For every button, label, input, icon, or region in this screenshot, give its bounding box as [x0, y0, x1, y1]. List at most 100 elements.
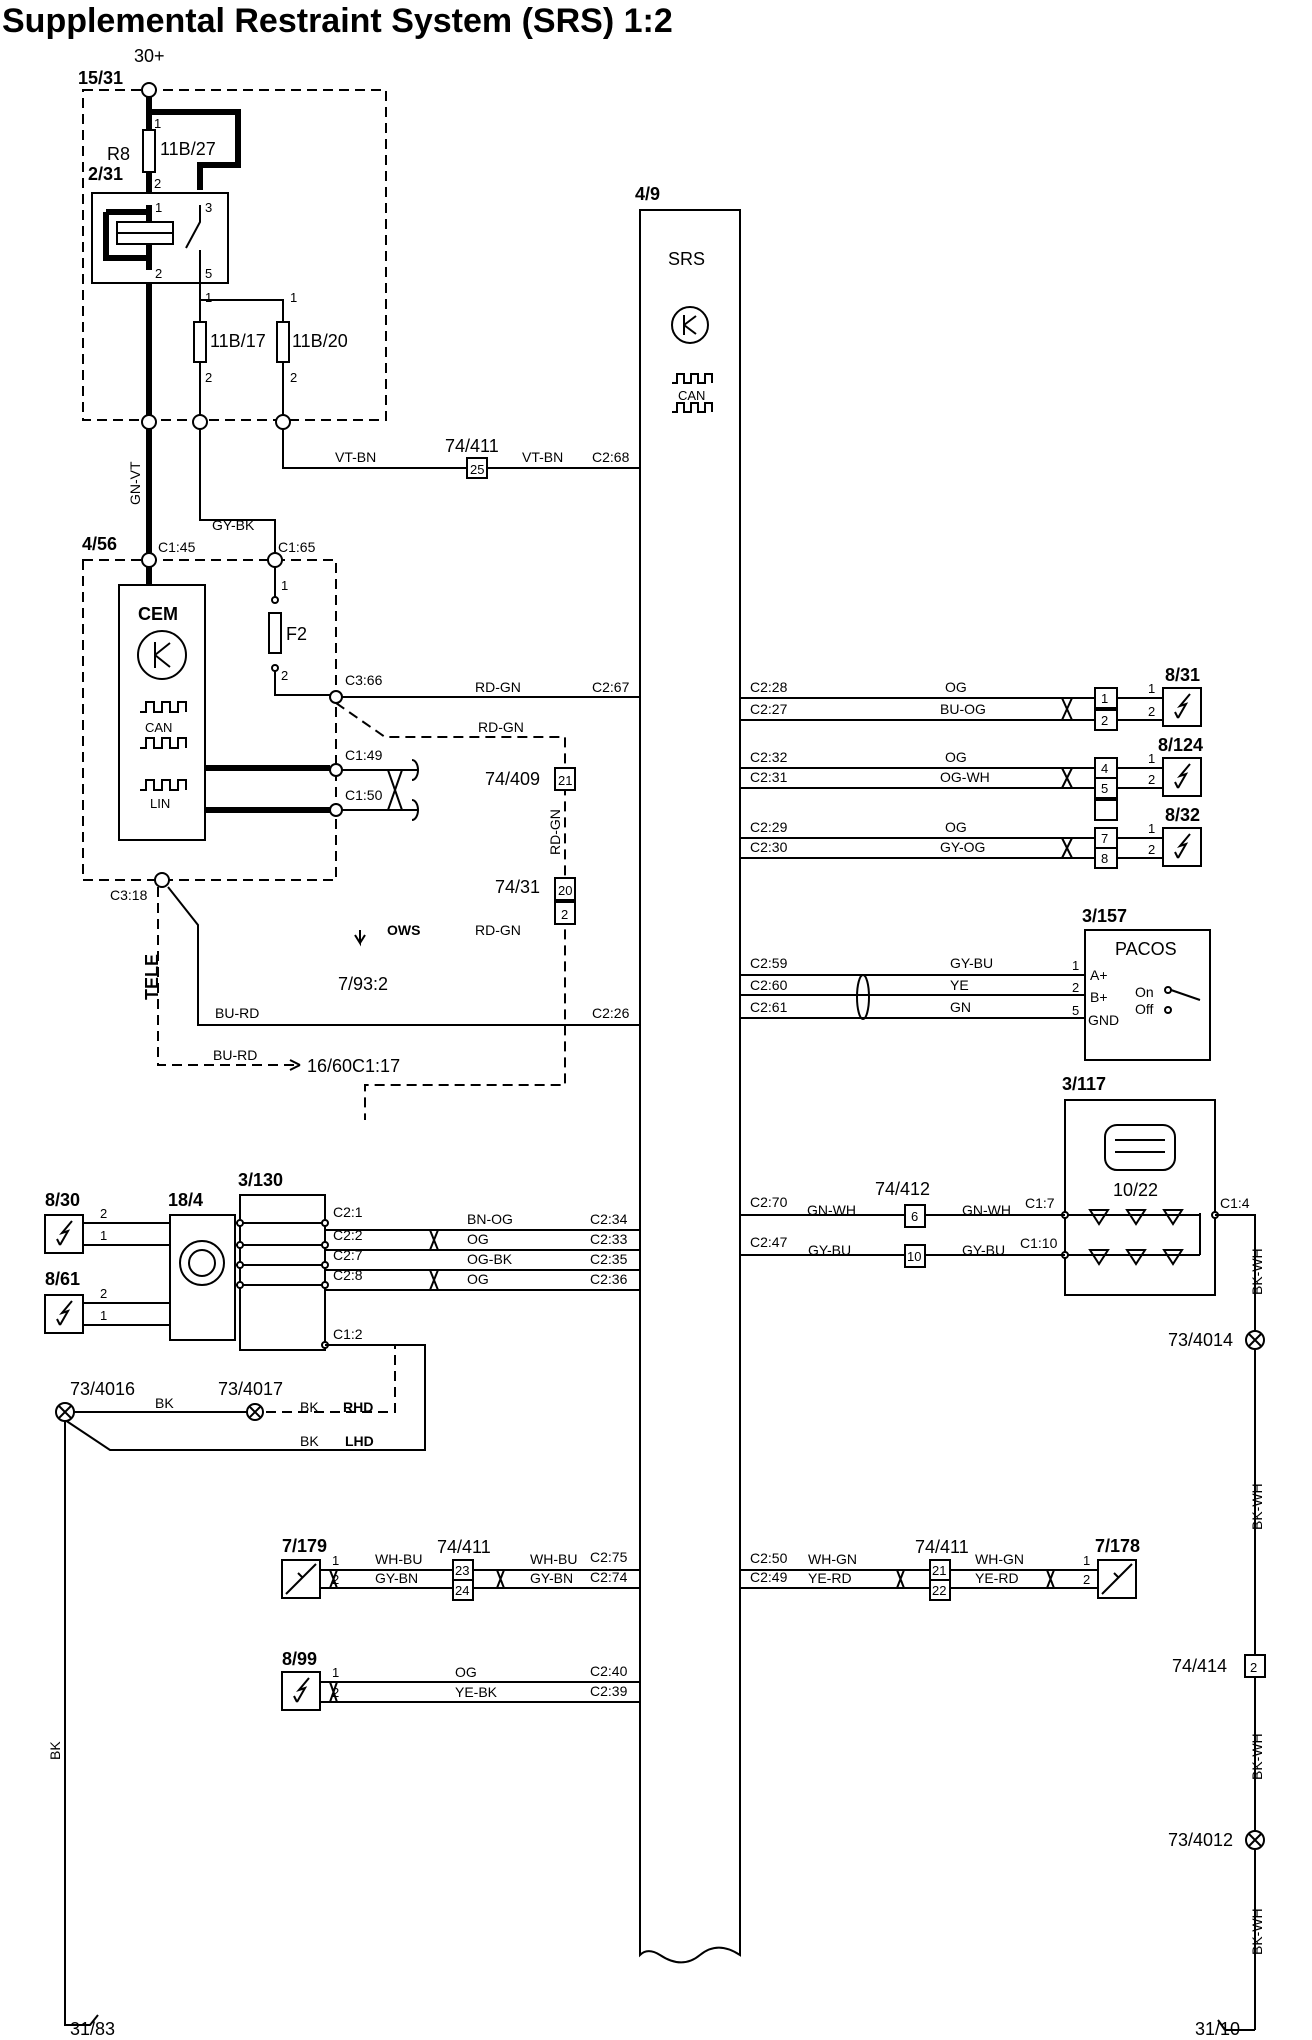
- svg-text:OG: OG: [467, 1271, 489, 1287]
- svg-text:C2:59: C2:59: [750, 955, 788, 971]
- svg-text:WH-BU: WH-BU: [375, 1551, 422, 1567]
- svg-text:BK: BK: [300, 1433, 319, 1449]
- svg-text:2: 2: [100, 1286, 107, 1301]
- svg-text:GY-BU: GY-BU: [950, 955, 993, 971]
- svg-text:C2:34: C2:34: [590, 1211, 628, 1227]
- svg-text:BK: BK: [155, 1395, 174, 1411]
- svg-text:24: 24: [455, 1583, 469, 1598]
- svg-text:1: 1: [205, 290, 212, 305]
- svg-text:C1:2: C1:2: [333, 1326, 363, 1342]
- svg-text:YE-RD: YE-RD: [808, 1570, 852, 1586]
- svg-text:OG: OG: [467, 1231, 489, 1247]
- svg-text:1: 1: [1148, 681, 1155, 696]
- svg-text:C2:75: C2:75: [590, 1549, 628, 1565]
- svg-text:73/4017: 73/4017: [218, 1379, 283, 1399]
- svg-text:RD-GN: RD-GN: [475, 922, 521, 938]
- svg-text:5: 5: [1072, 1003, 1079, 1018]
- svg-text:GY-OG: GY-OG: [940, 839, 985, 855]
- svg-text:15/31: 15/31: [78, 68, 123, 88]
- svg-text:4/56: 4/56: [82, 534, 117, 554]
- svg-text:4: 4: [1101, 761, 1108, 776]
- clock-spring-circuit: 8/30 8/61 2 1 2 1 18/4 3/130 C2:1 C2:2 C…: [44, 1170, 640, 2039]
- svg-text:3/157: 3/157: [1082, 906, 1127, 926]
- svg-text:Off: Off: [1135, 1001, 1154, 1017]
- svg-text:1: 1: [332, 1665, 339, 1680]
- svg-text:C2:68: C2:68: [592, 449, 630, 465]
- svg-text:C2:28: C2:28: [750, 679, 788, 695]
- svg-text:C2:67: C2:67: [592, 679, 630, 695]
- sensor-7-178-circuit: C2:50 C2:49 WH-GN YE-RD 74/411 21 22 WH-…: [740, 1536, 1140, 1601]
- svg-text:C1:45: C1:45: [158, 539, 196, 555]
- svg-text:VT-BN: VT-BN: [335, 449, 376, 465]
- svg-text:C2:47: C2:47: [750, 1234, 788, 1250]
- svg-text:2: 2: [1083, 1572, 1090, 1587]
- svg-text:C2:50: C2:50: [750, 1550, 788, 1566]
- svg-text:2: 2: [290, 370, 297, 385]
- svg-text:CEM: CEM: [138, 604, 178, 624]
- svg-text:BK-WH: BK-WH: [1249, 1248, 1265, 1295]
- svg-text:C1:10: C1:10: [1020, 1235, 1058, 1251]
- svg-text:GY-BN: GY-BN: [530, 1570, 573, 1586]
- svg-text:8/31: 8/31: [1165, 665, 1200, 685]
- svg-text:GN-WH: GN-WH: [807, 1202, 856, 1218]
- svg-text:C2:31: C2:31: [750, 769, 788, 785]
- svg-text:GND: GND: [1088, 1012, 1119, 1028]
- svg-text:WH-GN: WH-GN: [808, 1551, 857, 1567]
- svg-text:WH-GN: WH-GN: [975, 1551, 1024, 1567]
- svg-text:GY-BU: GY-BU: [808, 1242, 851, 1258]
- svg-text:C2:40: C2:40: [590, 1663, 628, 1679]
- svg-text:C2:36: C2:36: [590, 1271, 628, 1287]
- svg-text:2/31: 2/31: [88, 164, 123, 184]
- svg-text:C2:26: C2:26: [592, 1005, 630, 1021]
- svg-text:C1:7: C1:7: [1025, 1195, 1055, 1211]
- svg-text:11B/27: 11B/27: [160, 139, 216, 159]
- svg-text:F2: F2: [286, 624, 307, 644]
- svg-text:C2:30: C2:30: [750, 839, 788, 855]
- svg-text:2: 2: [1148, 704, 1155, 719]
- svg-text:1: 1: [154, 116, 161, 131]
- svg-text:WH-BU: WH-BU: [530, 1551, 577, 1567]
- svg-text:BU-RD: BU-RD: [215, 1005, 259, 1021]
- svg-text:OG: OG: [945, 819, 967, 835]
- svg-text:C2:49: C2:49: [750, 1569, 788, 1585]
- svg-text:21: 21: [558, 773, 572, 788]
- svg-text:C2:1: C2:1: [333, 1204, 363, 1220]
- srs-module: 4/9 SRS CAN: [635, 184, 741, 1964]
- svg-text:2: 2: [561, 907, 568, 922]
- svg-text:OG: OG: [455, 1664, 477, 1680]
- squib-8-99-circuit: 8/99 1 2 OG YE-BK C2:40 C2:39: [281, 1649, 640, 1711]
- svg-text:YE-BK: YE-BK: [455, 1684, 498, 1700]
- svg-text:1: 1: [1072, 958, 1079, 973]
- svg-text:GY-BK: GY-BK: [212, 517, 255, 533]
- svg-text:8/32: 8/32: [1165, 805, 1200, 825]
- svg-text:74/411: 74/411: [915, 1537, 969, 1557]
- svg-text:2: 2: [100, 1206, 107, 1221]
- svg-text:C2:39: C2:39: [590, 1683, 628, 1699]
- svg-text:BU-OG: BU-OG: [940, 701, 986, 717]
- svg-text:8/124: 8/124: [1158, 735, 1203, 755]
- sensor-7-179-circuit: 7/179 1 2 WH-BU GY-BN 74/411 23 24 WH-BU…: [281, 1536, 640, 1601]
- svg-text:22: 22: [932, 1583, 946, 1598]
- svg-text:1: 1: [281, 578, 288, 593]
- svg-text:YE-RD: YE-RD: [975, 1570, 1019, 1586]
- svg-text:BK-WH: BK-WH: [1249, 1908, 1265, 1955]
- svg-text:73/4014: 73/4014: [1168, 1330, 1233, 1350]
- svg-text:31/10: 31/10: [1195, 2019, 1240, 2039]
- svg-text:3: 3: [205, 200, 212, 215]
- svg-text:2: 2: [332, 1572, 339, 1587]
- svg-text:2: 2: [1148, 772, 1155, 787]
- svg-text:C3:66: C3:66: [345, 672, 383, 688]
- svg-text:1: 1: [1101, 691, 1108, 706]
- svg-text:RD-GN: RD-GN: [475, 679, 521, 695]
- svg-text:74/411: 74/411: [445, 436, 499, 456]
- svg-text:2: 2: [154, 176, 161, 191]
- svg-text:2: 2: [1250, 1660, 1257, 1675]
- svg-text:3/117: 3/117: [1062, 1074, 1106, 1094]
- svg-text:RD-GN: RD-GN: [478, 719, 524, 735]
- svg-text:YE: YE: [950, 977, 969, 993]
- svg-text:OWS: OWS: [387, 922, 420, 938]
- svg-text:10/22: 10/22: [1113, 1180, 1158, 1200]
- svg-text:LHD: LHD: [345, 1433, 374, 1449]
- svg-text:18/4: 18/4: [168, 1190, 203, 1210]
